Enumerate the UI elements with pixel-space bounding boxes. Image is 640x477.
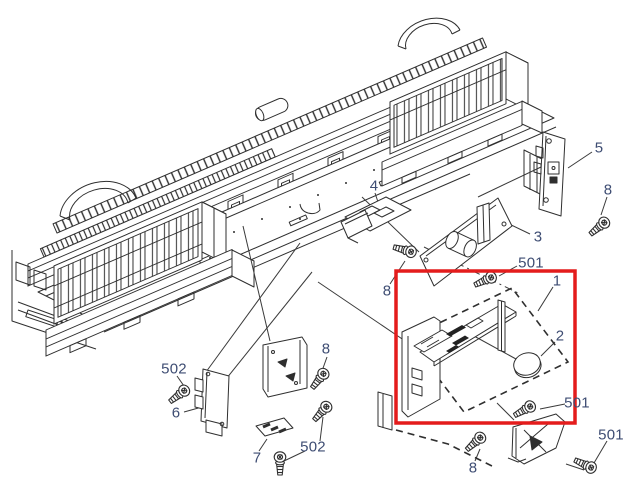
part-1-dashed-outline: [395, 286, 570, 467]
callout-8-bottom: 8: [468, 459, 478, 477]
callout-4: 4: [369, 177, 379, 195]
part-6-plate: [194, 368, 230, 437]
part-5-board: [533, 131, 566, 217]
screw-502-left-icon: [165, 382, 193, 407]
carriage-left: [45, 180, 255, 357]
rail-roller: [255, 97, 289, 122]
part-4-bracket: [340, 196, 412, 244]
part-2-board-assembly: [401, 299, 542, 418]
callout-3: 3: [533, 228, 543, 246]
machine-assembly: [11, 17, 557, 357]
callout-5: 5: [594, 139, 604, 157]
callout-502-bottom: 502: [300, 438, 326, 456]
part-7-chip: [255, 417, 294, 437]
screw-501-bottom-icon: [571, 454, 599, 476]
screw-502-angled-icon: [309, 398, 335, 425]
callout-6: 6: [171, 404, 181, 422]
side-plate: [377, 391, 393, 431]
cable-chain-icon: [39, 37, 488, 258]
board-connectors: [446, 325, 469, 353]
leader-lines: [176, 151, 608, 471]
callout-1: 1: [552, 272, 562, 290]
callout-501-upper: 501: [518, 254, 544, 272]
capacitor-icon: [445, 231, 477, 258]
callout-7: 7: [252, 449, 262, 467]
screw-8-mid-icon: [307, 365, 332, 393]
callout-8-top: 8: [603, 181, 613, 199]
callout-8-left: 8: [382, 282, 392, 300]
screw-8-part4-icon: [391, 240, 419, 260]
screw-8-top-icon: [586, 214, 613, 240]
screw-502-vertical-icon: [273, 451, 287, 476]
carriage-right: [381, 17, 549, 199]
callout-501-bottom: 501: [598, 426, 624, 444]
screw-8-bottom-icon: [462, 429, 489, 455]
part-3-board: [419, 197, 513, 287]
callout-502-left: 502: [161, 360, 187, 378]
screw-501-mid-icon: [511, 398, 539, 422]
lock-bracket: [507, 413, 566, 465]
callout-2: 2: [555, 327, 565, 345]
callout-8-mid: 8: [321, 340, 331, 358]
mount-bracket: [262, 336, 308, 398]
highlight-box: [394, 269, 577, 425]
callout-501-mid: 501: [564, 394, 590, 412]
battery-icon: [513, 352, 542, 379]
